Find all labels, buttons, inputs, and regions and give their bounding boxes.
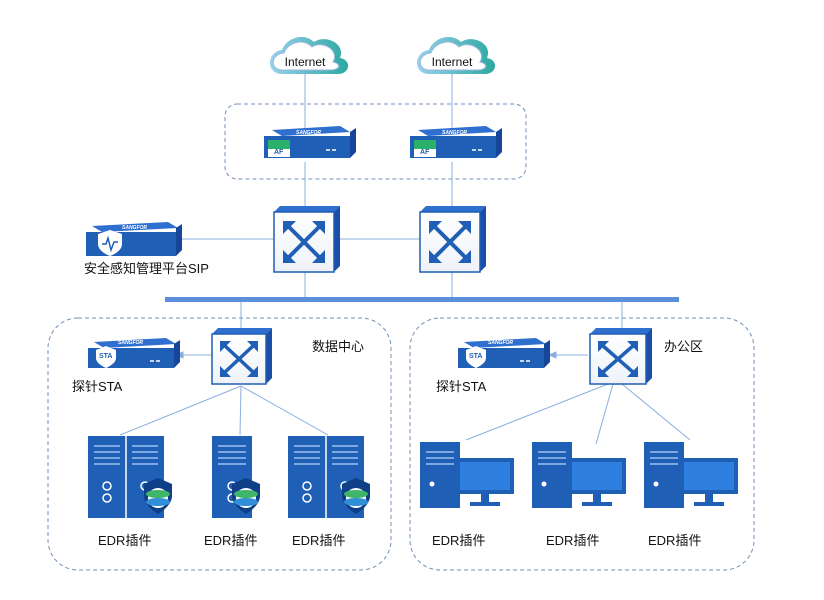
sangfor-logo-af-2: SANGFOR bbox=[442, 130, 467, 136]
sip-device bbox=[86, 222, 182, 256]
edr-shield-icon-1 bbox=[144, 478, 172, 514]
sangfor-logo-sta-2: SANGFOR bbox=[488, 340, 513, 346]
zone-label-datacenter: 数据中心 bbox=[312, 339, 365, 354]
edr-shield-icon-3 bbox=[342, 478, 370, 514]
internet-cloud-1 bbox=[270, 36, 349, 74]
af-firewall-device-1 bbox=[264, 126, 356, 158]
office-pc-3 bbox=[644, 442, 738, 508]
edr-label-5: EDR插件 bbox=[546, 533, 600, 548]
af-badge-2: AF bbox=[420, 149, 430, 156]
sta-badge-2: STA bbox=[469, 353, 483, 360]
sangfor-logo-sta-1: SANGFOR bbox=[118, 340, 143, 346]
sta-label-1: 探针STA bbox=[72, 379, 123, 394]
zone-label-office: 办公区 bbox=[664, 339, 704, 354]
sip-label: 安全感知管理平台SIP bbox=[84, 261, 209, 276]
access-switch-datacenter bbox=[211, 328, 272, 385]
edr-label-6: EDR插件 bbox=[648, 533, 702, 548]
connection-lines bbox=[119, 74, 691, 445]
sta-badge-1: STA bbox=[99, 353, 113, 360]
access-switch-office bbox=[589, 328, 652, 385]
office-pc-1 bbox=[420, 442, 514, 508]
core-switch-1 bbox=[273, 206, 340, 273]
af-firewall-device-2 bbox=[410, 126, 502, 158]
edr-label-2: EDR插件 bbox=[204, 533, 258, 548]
sta-label-2: 探针STA bbox=[436, 379, 487, 394]
edr-label-3: EDR插件 bbox=[292, 533, 346, 548]
sangfor-logo-sip: SANGFOR bbox=[122, 225, 147, 231]
office-zone-container bbox=[409, 317, 755, 571]
internet-label-1: Internet bbox=[284, 55, 326, 69]
core-switch-2 bbox=[419, 206, 486, 273]
af-zone-container bbox=[224, 103, 527, 180]
office-pc-2 bbox=[532, 442, 626, 508]
core-backbone-bar bbox=[165, 297, 679, 302]
af-badge-1: AF bbox=[274, 149, 284, 156]
edr-label-1: EDR插件 bbox=[98, 533, 152, 548]
sta-probe-device-1 bbox=[88, 338, 180, 368]
edr-label-4: EDR插件 bbox=[432, 533, 486, 548]
edr-shield-icon-2 bbox=[232, 478, 260, 514]
sangfor-logo-af-1: SANGFOR bbox=[296, 130, 321, 136]
sta-probe-device-2 bbox=[458, 338, 550, 368]
internet-cloud-2 bbox=[417, 36, 496, 74]
datacenter-zone-container bbox=[47, 317, 392, 571]
internet-label-2: Internet bbox=[431, 55, 473, 69]
